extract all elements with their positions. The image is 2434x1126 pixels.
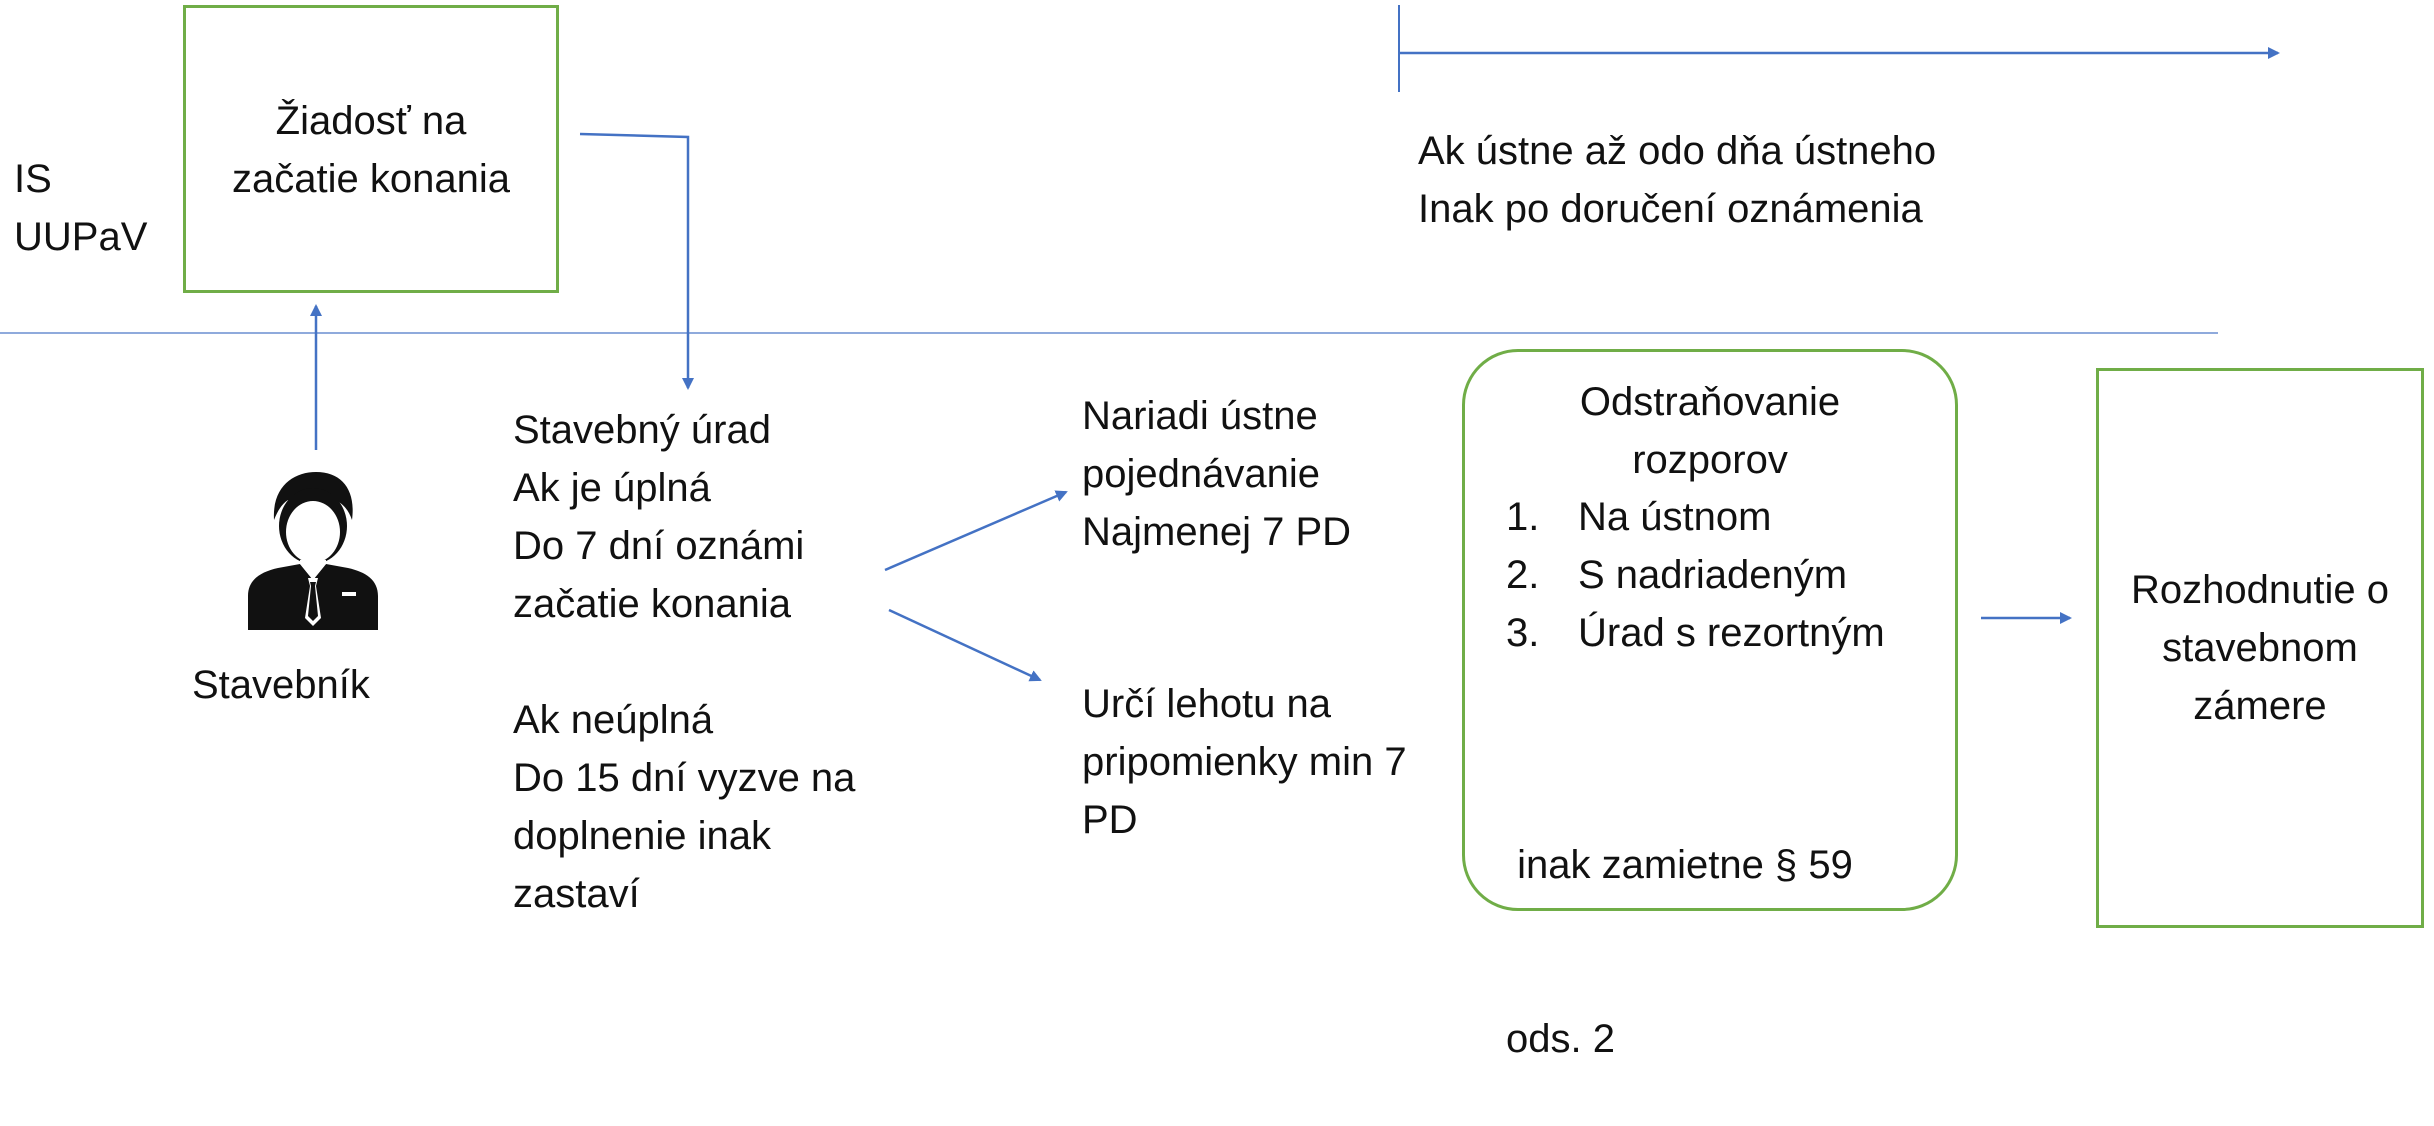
deadline-note: Ak ústne až odo dňa ústneho Inak po doru… <box>1418 122 1936 238</box>
applicant-label: Stavebník <box>192 663 370 707</box>
decision-box-line2: stavebnom <box>2162 626 2358 670</box>
disputes-footer-line2: ods. 2 <box>1506 1017 1615 1061</box>
deadline-note-line2: Inak po doručení oznámenia <box>1418 187 1923 231</box>
disputes-footer: inak zamietne § 59 ods. 2 <box>1506 720 1853 1126</box>
request-box-line1: Žiadosť na <box>275 99 467 143</box>
disputes-title-line2: rozporov <box>1632 438 1788 482</box>
office-incomplete-line2: Do 15 dní vyzve na <box>513 756 856 800</box>
connectors-layer <box>0 5 2280 682</box>
office-block: Stavebný úrad Ak je úplná Do 7 dní oznám… <box>513 401 804 633</box>
disputes-list: 1. Na ústnom 2. S nadriadeným 3. Úrad s rez… <box>1506 488 1885 662</box>
request-box-text: Žiadosť na začatie konania <box>183 92 559 208</box>
office-line1: Stavebný úrad <box>513 408 771 452</box>
deadline-note-line1: Ak ústne až odo dňa ústneho <box>1418 129 1937 173</box>
disputes-item-text: Úrad s rezortným <box>1578 611 1885 655</box>
decision-box-text: Rozhodnutie o stavebnom zámere <box>2096 561 2424 735</box>
request-box <box>183 5 559 293</box>
office-line2: Ak je úplná <box>513 466 711 510</box>
disputes-item-text: Na ústnom <box>1578 495 1772 539</box>
system-lane-label: IS UUPaV <box>14 150 147 266</box>
arrow-office-to-comments <box>888 608 1042 682</box>
decision-box-line1: Rozhodnutie o <box>2131 568 2389 612</box>
comment-deadline-line3: PD <box>1082 798 1138 842</box>
disputes-title-line1: Odstraňovanie <box>1579 380 1841 424</box>
disputes-footer-line1: inak zamietne § 59 <box>1506 843 1853 887</box>
system-lane-label-line1: IS <box>14 157 52 201</box>
office-line4: začatie konania <box>513 582 791 626</box>
decision-box-line3: zámere <box>2193 684 2327 728</box>
request-box-line2: začatie konania <box>232 157 510 201</box>
oral-hearing-line1: Nariadi ústne <box>1082 394 1318 438</box>
office-incomplete-line1: Ak neúplná <box>513 698 714 742</box>
office-incomplete-line4: zastaví <box>513 872 640 916</box>
disputes-item-text: S nadriadeným <box>1578 553 1848 597</box>
comment-deadline-line1: Určí lehotu na <box>1082 682 1332 726</box>
disputes-item-number: 1. <box>1506 495 1540 539</box>
disputes-item: 3. Úrad s rezortným <box>1506 604 1885 662</box>
arrow-office-to-hearing <box>884 490 1068 572</box>
comment-deadline-block: Určí lehotu na pripomienky min 7 PD <box>1082 675 1407 849</box>
office-line3: Do 7 dní oznámi <box>513 524 805 568</box>
office-incomplete-block: Ak neúplná Do 15 dní vyzve na doplnenie … <box>513 691 855 923</box>
disputes-item: 2. S nadriadeným <box>1506 546 1885 604</box>
businessman-icon <box>248 472 378 630</box>
decision-box <box>2096 368 2424 928</box>
disputes-item-number: 3. <box>1506 611 1540 655</box>
oral-hearing-block: Nariadi ústne pojednávanie Najmenej 7 PD <box>1082 387 1351 561</box>
office-incomplete-line3: doplnenie inak <box>513 814 771 858</box>
comment-deadline-line2: pripomienky min 7 <box>1082 740 1407 784</box>
disputes-item: 1. Na ústnom <box>1506 488 1885 546</box>
disputes-item-number: 2. <box>1506 553 1540 597</box>
disputes-box <box>1462 349 1958 911</box>
arrow-request-to-office <box>579 132 694 390</box>
system-lane-label-line2: UUPaV <box>14 215 148 259</box>
disputes-title: Odstraňovanie rozporov <box>1462 373 1958 489</box>
oral-hearing-line3: Najmenej 7 PD <box>1082 510 1352 554</box>
oral-hearing-line2: pojednávanie <box>1082 452 1320 496</box>
